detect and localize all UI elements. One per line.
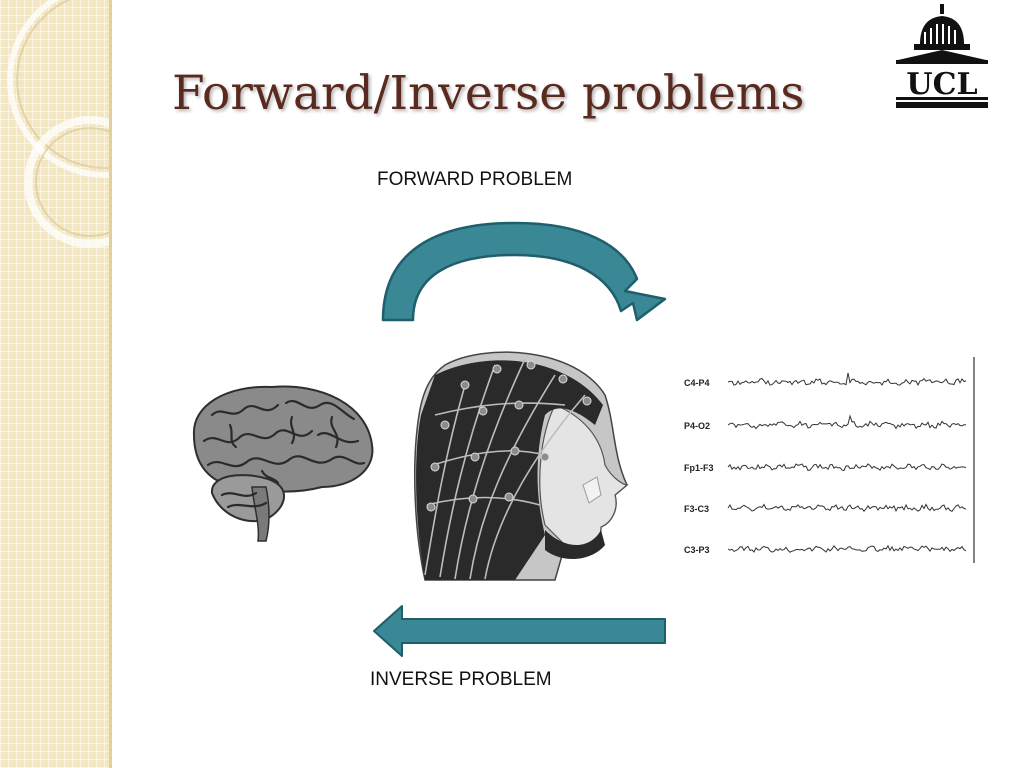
eeg-channel-row: P4-O2 — [684, 414, 967, 431]
ucl-dome-icon — [896, 4, 988, 108]
forward-problem-label: FORWARD PROBLEM — [377, 169, 573, 190]
logo-text: UCL — [906, 67, 977, 102]
eeg-channel-row: F3-C3 — [684, 503, 967, 514]
eeg-trace — [727, 544, 967, 553]
brain-image — [192, 385, 374, 542]
eeg-trace — [727, 503, 967, 513]
eeg-traces-panel: C4-P4 P4-O2 Fp1-F3 F3-C3 C3-P3 — [684, 357, 975, 563]
eeg-channel-label: Fp1-F3 — [684, 463, 714, 473]
ucl-logo: UCL — [896, 4, 988, 108]
eeg-channel-row: C4-P4 — [684, 372, 967, 388]
straight-arrow-left-icon — [373, 605, 666, 657]
eeg-channel-row: Fp1-F3 — [684, 463, 967, 473]
eeg-channel-label: C3-P3 — [684, 545, 710, 555]
eeg-channel-label: F3-C3 — [684, 504, 709, 514]
eeg-cap-head-image — [414, 351, 629, 581]
sidebar-pattern — [0, 0, 112, 768]
sidebar-circles — [7, 0, 109, 248]
eeg-channel-label: C4-P4 — [684, 378, 710, 388]
inverse-problem-label: INVERSE PROBLEM — [370, 669, 552, 690]
eeg-channel-label: P4-O2 — [684, 421, 710, 431]
slide-title: Forward/Inverse problems — [172, 66, 805, 121]
curved-arrow-right-icon — [381, 221, 667, 322]
eeg-trace — [727, 414, 967, 430]
eeg-channel-row: C3-P3 — [684, 544, 967, 555]
eeg-trace — [727, 463, 967, 472]
eeg-trace — [727, 372, 967, 387]
